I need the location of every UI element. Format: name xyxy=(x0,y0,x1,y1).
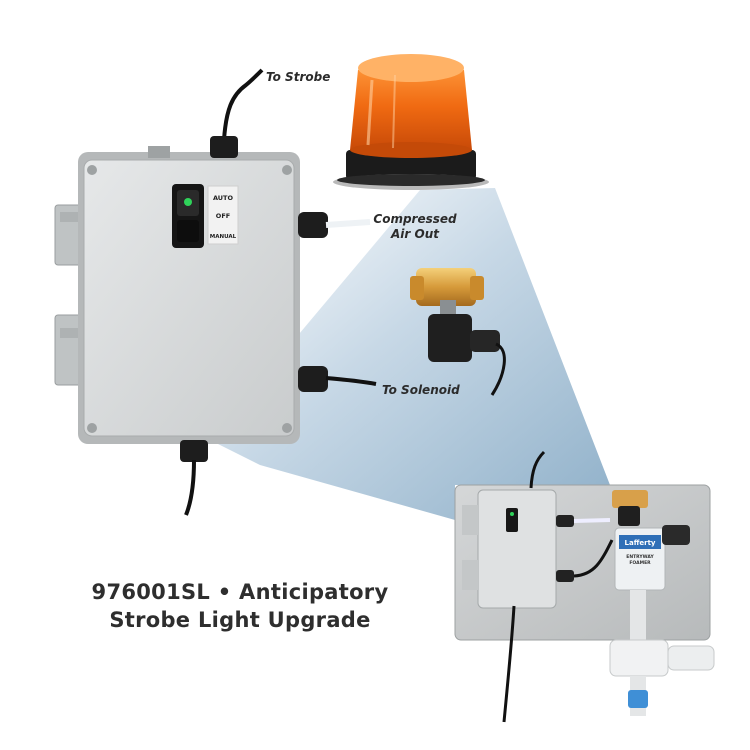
switch-label-manual: MANUAL xyxy=(210,234,237,240)
callout-to-strobe: To Strobe xyxy=(266,70,331,84)
inset-product-line2: FOAMER xyxy=(629,560,651,566)
callout-compressed-air-line1: Compressed xyxy=(373,212,457,226)
strobe-cable xyxy=(222,68,264,141)
solenoid-valve xyxy=(410,268,506,396)
switch-label-off: OFF xyxy=(216,212,230,220)
inset-installation-photo: Lafferty ENTRYWAY FOAMER xyxy=(454,450,715,723)
inset-product-line1: ENTRYWAY xyxy=(626,554,654,560)
switch-label-auto: AUTO xyxy=(213,194,234,202)
control-enclosure xyxy=(78,136,377,516)
enclosure-hinges xyxy=(54,204,86,386)
product-caption: 976001SL • Anticipatory Strobe Light Upg… xyxy=(60,578,420,634)
caption-line2: Strobe Light Upgrade xyxy=(109,608,371,632)
inset-brand-label: Lafferty xyxy=(625,539,656,547)
callout-to-solenoid: To Solenoid xyxy=(382,383,460,397)
caption-line1: 976001SL • Anticipatory xyxy=(91,580,389,604)
callout-compressed-air-line2: Air Out xyxy=(391,227,439,241)
air-outlet xyxy=(325,219,371,228)
highlight-wedge xyxy=(210,188,610,520)
status-led xyxy=(184,198,192,206)
strobe-light xyxy=(333,54,489,190)
callout-compressed-air: Compressed Air Out xyxy=(372,212,458,242)
